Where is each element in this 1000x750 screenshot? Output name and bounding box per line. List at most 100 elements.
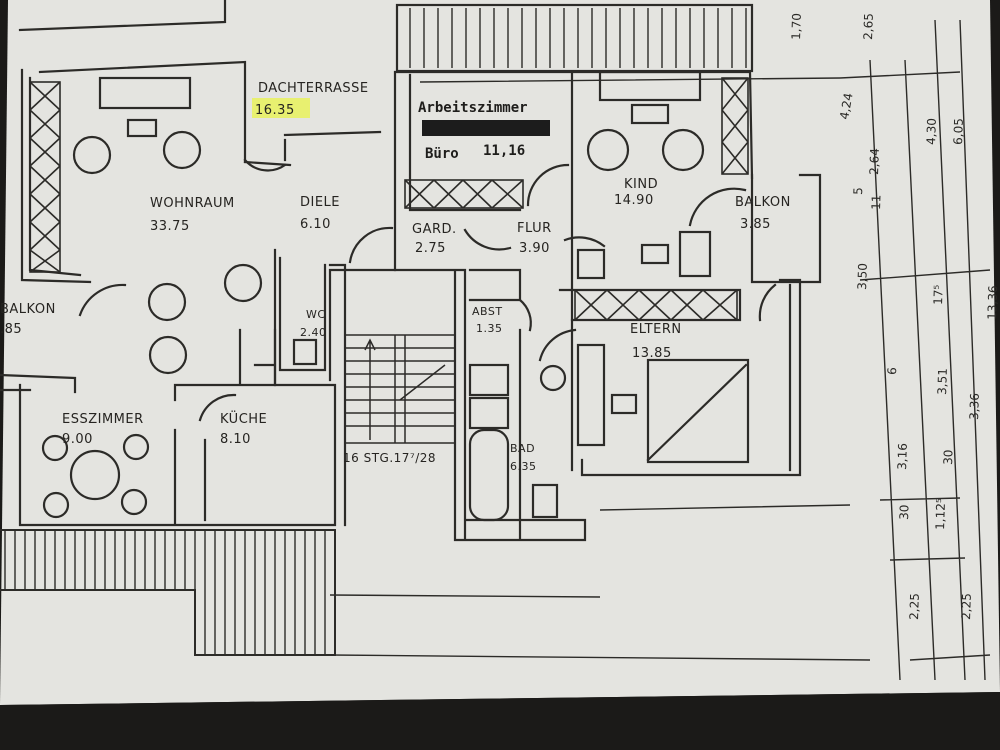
dachterrasse-label: DACHTERRASSE (258, 81, 369, 96)
dim-10: 3,16 (895, 443, 910, 470)
dim-5: 6,05 (951, 118, 966, 145)
door-arc-8 (198, 393, 237, 422)
door-arc-2 (243, 158, 287, 172)
nightstand (610, 393, 638, 415)
bath-cabinet-2 (468, 396, 510, 430)
living-chair-3 (223, 263, 263, 303)
terrace-outline (0, 529, 336, 656)
shelf-kind (721, 77, 749, 175)
abst-label: ABST (472, 305, 503, 318)
terrace-hatch-lines (4, 530, 326, 655)
diele-label: DIELE (300, 195, 340, 210)
bed (646, 358, 750, 464)
gard-label: GARD. (412, 222, 457, 237)
dim-4: 4,30 (924, 118, 939, 145)
dimension-lines (839, 19, 991, 681)
wardrobe (576, 343, 606, 447)
dining-chair-4 (120, 488, 148, 516)
eltern-label: ELTERN (630, 322, 682, 337)
dim-6: 3,50 (855, 263, 870, 290)
dim-9: 6 (885, 367, 899, 375)
stairs-label: 16 STG.17⁷/28 (343, 451, 436, 465)
living-chair-5 (148, 335, 188, 375)
dining-chair-3 (42, 491, 70, 519)
dim-19: 3,36 (967, 393, 982, 420)
flur-label: FLUR (517, 221, 552, 236)
dim-15: 13,36 (985, 285, 1000, 320)
kind-cabinet-2 (678, 230, 712, 278)
living-shelf (98, 76, 192, 110)
kind-label: KIND (624, 177, 658, 192)
kind-chair-2 (661, 128, 705, 172)
living-chair-1 (72, 135, 112, 175)
dining-table (69, 449, 121, 501)
bathtub (468, 428, 510, 522)
living-walls (243, 70, 754, 382)
kueche-label: KÜCHE (220, 410, 267, 427)
wc-area: 2.40 (300, 326, 327, 339)
top-wall-fragment (18, 0, 227, 32)
arbeitszimmer-area: 11,16 (483, 143, 525, 159)
bad-area: 6.35 (510, 460, 537, 473)
eltern-area: 13.85 (632, 346, 672, 361)
wohnraum-area: 33.75 (150, 219, 190, 234)
area-highlight (252, 98, 310, 118)
bath-cabinet-1 (468, 363, 510, 397)
bad-label: BAD (510, 442, 535, 455)
arbeitszimmer-note: Büro (425, 146, 459, 162)
wc-fixture (292, 338, 318, 366)
dim-12: 1,12⁵ (933, 498, 948, 530)
abst-area: 1.35 (476, 322, 503, 335)
esszimmer-area: 9.00 (62, 432, 93, 447)
dim-13: 2,25 (907, 593, 922, 620)
shelf-arbeitszimmer-crosses (404, 179, 524, 209)
door-arc-4 (463, 228, 512, 251)
shelf-kind-crosses (721, 77, 749, 175)
staircase (344, 334, 456, 444)
kind-chair-1 (586, 128, 630, 172)
door-arc-10 (538, 328, 577, 362)
arbeitszimmer-label: Arbeitszimmer (418, 100, 528, 116)
balkon-right-area: 3.85 (740, 217, 771, 232)
door-arc-7 (688, 187, 747, 227)
kind-cabinet-1 (576, 248, 606, 280)
balcony-left-walls (0, 373, 77, 394)
dim-16: 30 (941, 449, 956, 465)
dachterrasse-area: 16.35 (255, 103, 295, 118)
kind-area: 14.90 (614, 193, 654, 208)
balkon-left-area: .85 (0, 322, 22, 337)
door-arc-1 (78, 283, 127, 317)
shelf-eltern (574, 289, 738, 321)
stair-arrow (364, 338, 446, 440)
bath-sink (539, 364, 567, 392)
esszimmer-label: ESSZIMMER (62, 412, 144, 427)
flur-area: 3.90 (519, 241, 550, 256)
dim-18: 11 (869, 194, 884, 210)
balkon-left-label: BALKON (0, 302, 56, 317)
dining-chair-2 (122, 433, 150, 461)
living-chair-2 (162, 130, 202, 170)
roof-hatch-lines (409, 8, 747, 68)
dim-1: 1,70 (789, 13, 804, 40)
dim-3: 2,64 (867, 148, 882, 175)
door-arc-5 (526, 163, 570, 207)
diele-area: 6.10 (300, 217, 331, 232)
living-chair-4 (147, 282, 187, 322)
gard-area: 2.75 (415, 241, 446, 256)
dim-8: 3,51 (935, 368, 950, 395)
dim-20: 2,65 (861, 13, 876, 40)
dim-11: 30 (897, 504, 912, 520)
bath-wc (531, 483, 559, 519)
door-arc-9 (518, 298, 532, 332)
corridor-walls (393, 268, 587, 542)
wc-label: WC (306, 308, 326, 321)
dim-7: 17⁵ (931, 284, 946, 305)
redaction-bar (422, 120, 550, 136)
shelf-left-crosses (29, 81, 61, 273)
dim-2: 4,24 (837, 92, 855, 121)
shelf-left (29, 81, 61, 273)
kind-box-2 (640, 243, 670, 265)
door-arc-11 (758, 283, 777, 322)
kueche-area: 8.10 (220, 432, 251, 447)
